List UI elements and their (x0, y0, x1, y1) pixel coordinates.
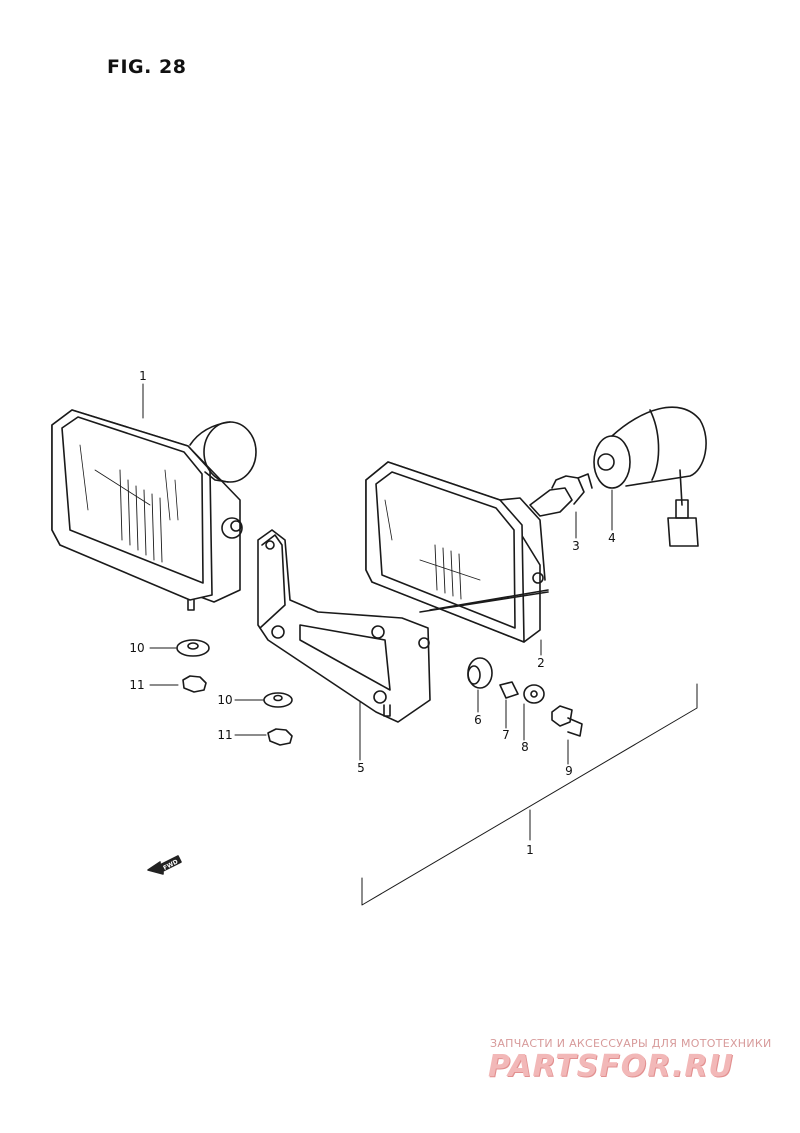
right-lamp-assembly (365, 461, 549, 643)
callout-3: 3 (572, 539, 580, 553)
mounting-bracket (257, 529, 431, 723)
callout-6: 6 (474, 713, 482, 727)
left-lamp-assembly (51, 409, 257, 611)
leader-lines (142, 383, 698, 906)
forward-arrow-icon (147, 855, 182, 875)
washer-10-left (176, 639, 210, 657)
bulb (529, 473, 593, 517)
callout-4: 4 (608, 531, 616, 545)
callout-9: 9 (565, 764, 573, 778)
callout-11-right: 11 (217, 728, 233, 742)
callout-11-left: 11 (129, 678, 145, 692)
collar-7 (499, 681, 519, 699)
callout-1-top: 1 (139, 369, 147, 383)
watermark-tagline: ЗАПЧАСТИ И АКСЕССУАРЫ ДЛЯ МОТОТЕХНИКИ (490, 1037, 772, 1050)
callout-10-right: 10 (217, 693, 233, 707)
callout-10-left: 10 (129, 641, 145, 655)
watermark-logo: PARTSFOR.RU (488, 1049, 734, 1084)
nut-11-right (267, 728, 293, 746)
callout-2: 2 (537, 656, 545, 670)
grommet-6 (467, 657, 493, 689)
washer-10-right (263, 692, 293, 708)
callout-7: 7 (502, 728, 510, 742)
bulb-socket (593, 406, 707, 547)
callout-1-bottom: 1 (526, 843, 534, 857)
bolt-9 (551, 705, 583, 737)
forward-arrow-label: FWD (162, 858, 179, 872)
callout-5: 5 (357, 761, 365, 775)
nut-11-left (182, 675, 207, 693)
washer-8 (523, 684, 545, 704)
figure-title: FIG. 28 (107, 56, 187, 78)
callout-8: 8 (521, 740, 529, 754)
